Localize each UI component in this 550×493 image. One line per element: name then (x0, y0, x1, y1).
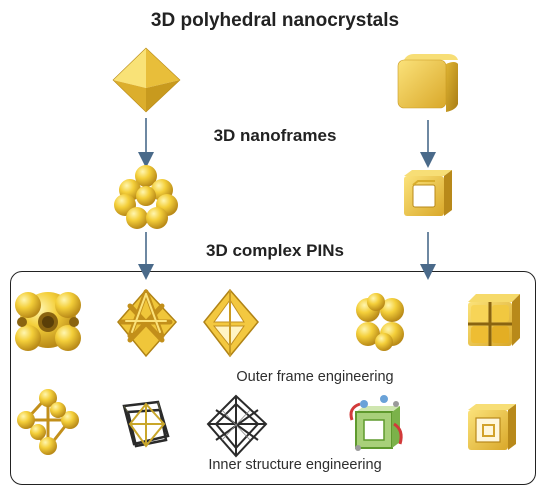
pin-truncated-octahedral-cage-icon (15, 292, 81, 351)
pin-cube-in-cube-frame-icon (468, 404, 516, 450)
pin-cubic-sphere-cluster-icon (356, 293, 404, 351)
title-polyhedral-nanocrystals: 3D polyhedral nanocrystals (150, 10, 400, 31)
label-inner-structure-engineering: Inner structure engineering (208, 457, 382, 473)
pins-panel (10, 271, 536, 485)
cubic-nanoframe-icon (404, 170, 452, 216)
label-outer-frame-engineering: Outer frame engineering (236, 369, 394, 385)
pin-cubic-segmented-block-icon (468, 294, 520, 346)
pin-octahedral-woven-frame-icon (117, 288, 178, 358)
pin-nested-cube-octahedron-frame-icon (122, 400, 170, 448)
cube-nanocrystal-icon (397, 54, 458, 112)
pin-hybrid-catalyst-cube-icon (349, 395, 403, 451)
pin-dark-octahedral-lattice-icon (206, 394, 268, 458)
octahedral-nanoframe-icon (114, 165, 178, 229)
title-complex-pins: 3D complex PINs (206, 241, 344, 260)
octahedron-nanocrystal-icon (112, 47, 181, 113)
title-nanoframes: 3D nanoframes (213, 126, 337, 145)
pin-octahedral-triangle-frame-icon (203, 288, 259, 358)
pin-ball-joint-frame-icon (17, 389, 79, 455)
